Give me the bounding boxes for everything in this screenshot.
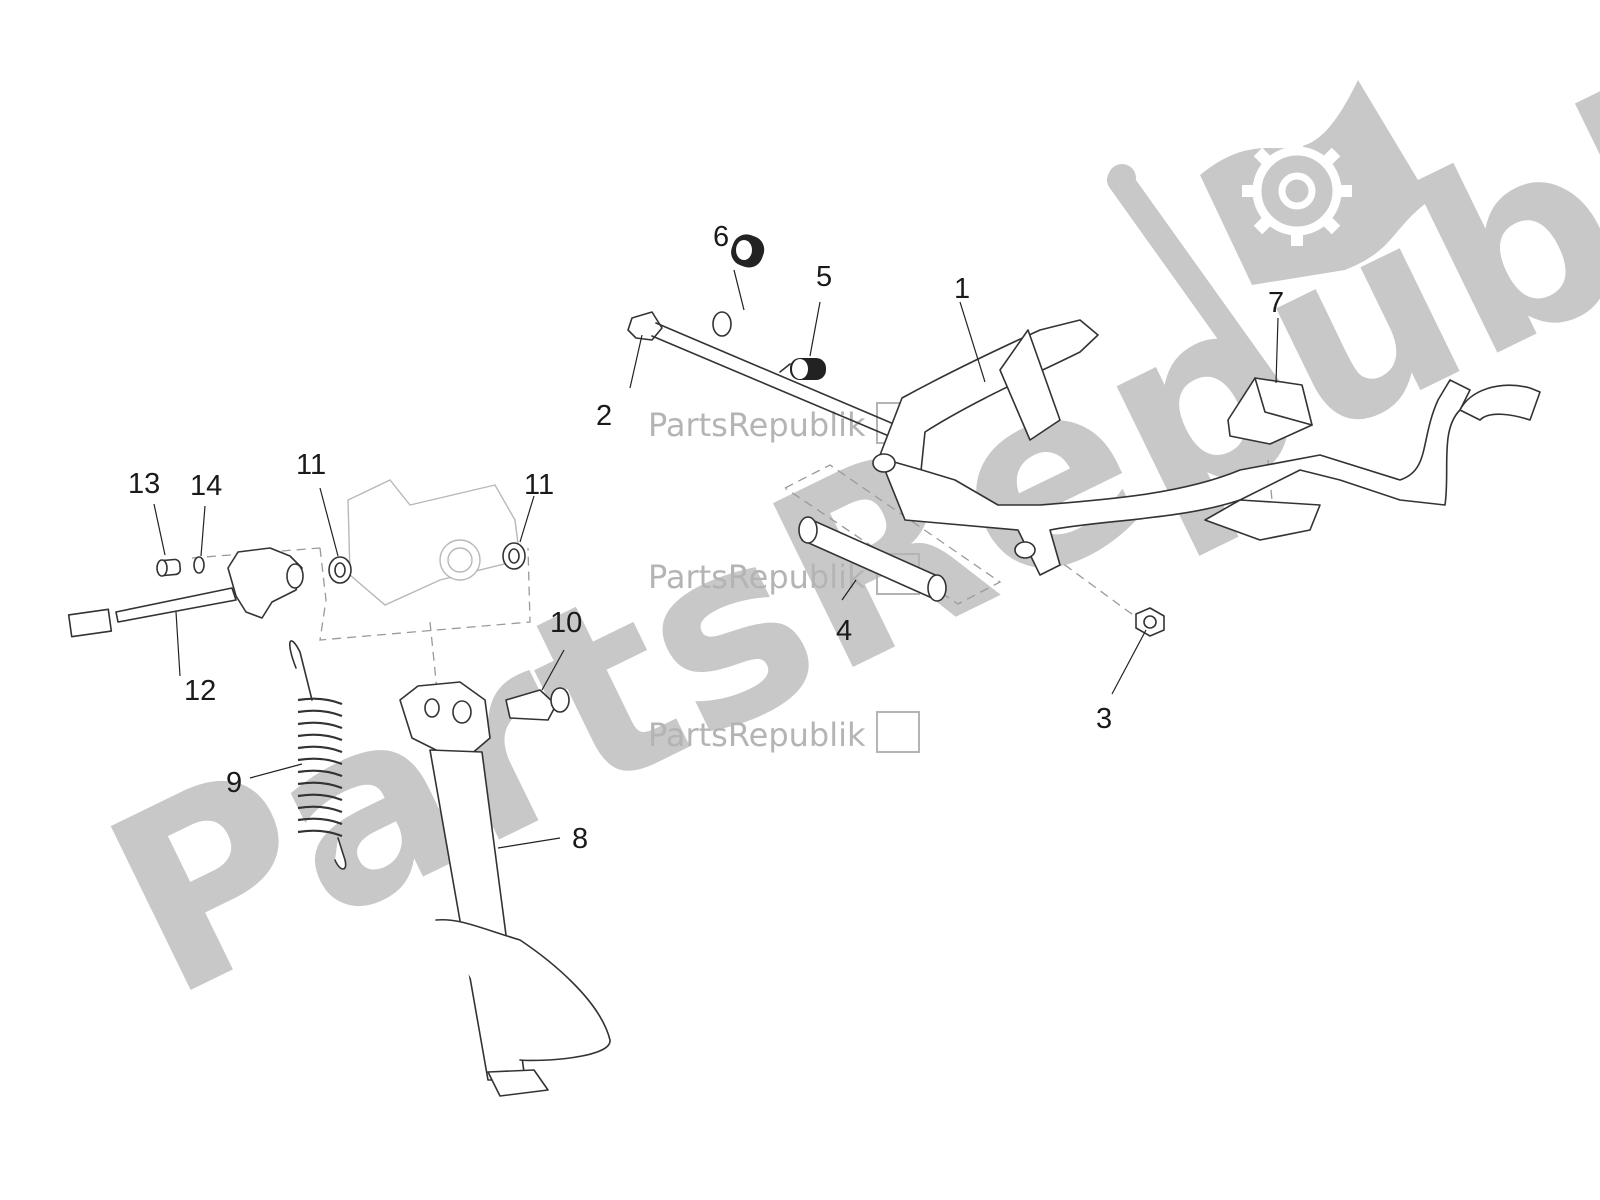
frame-bracket [347, 479, 521, 606]
callout-3: 3 [1096, 703, 1112, 735]
callout-1: 1 [954, 273, 970, 305]
return-spring [288, 640, 347, 870]
watermark-layer: PartsRepublik PartsRepublik PartsRepubli… [68, 0, 1600, 1053]
callout-11-left: 11 [296, 449, 326, 481]
callout-12: 12 [184, 675, 216, 707]
callout-labels: 1 2 3 4 5 6 7 8 9 10 11 11 12 13 14 [128, 221, 1284, 855]
callout-4: 4 [836, 615, 852, 647]
watermark-mini-logo-3 [876, 711, 920, 753]
callout-2: 2 [596, 400, 612, 432]
watermark-line-3: PartsRepublik [648, 716, 866, 754]
rubber-foot [1227, 377, 1313, 445]
washer-11-right [502, 542, 526, 570]
callout-14: 14 [190, 470, 222, 502]
callout-7: 7 [1268, 287, 1284, 319]
watermark-diagonal-text: PartsRepublik [68, 0, 1600, 1053]
callout-6: 6 [713, 221, 729, 253]
leader-lines [153, 269, 1279, 849]
nut [1135, 607, 1165, 637]
gear-flag-icon [1107, 80, 1430, 403]
callout-13: 13 [128, 468, 160, 500]
callout-5: 5 [816, 261, 832, 293]
pivot-bolt [627, 311, 916, 446]
spring-6 [712, 234, 765, 337]
callout-8: 8 [572, 823, 588, 855]
callout-11-right: 11 [524, 469, 554, 501]
pivot-pin [798, 516, 947, 602]
spring-5 [779, 358, 826, 380]
center-stand [872, 319, 1541, 576]
watermark-line-1: PartsRepublik [648, 406, 866, 444]
watermark-line-2: PartsRepublik [648, 558, 866, 596]
washer-14 [193, 556, 205, 574]
side-stand [399, 681, 611, 1097]
stand-bolt [505, 687, 570, 721]
callout-9: 9 [226, 767, 242, 799]
washer-11-left [328, 556, 352, 584]
callout-10: 10 [550, 607, 582, 639]
screw [156, 558, 182, 577]
side-stand-switch [67, 547, 304, 638]
